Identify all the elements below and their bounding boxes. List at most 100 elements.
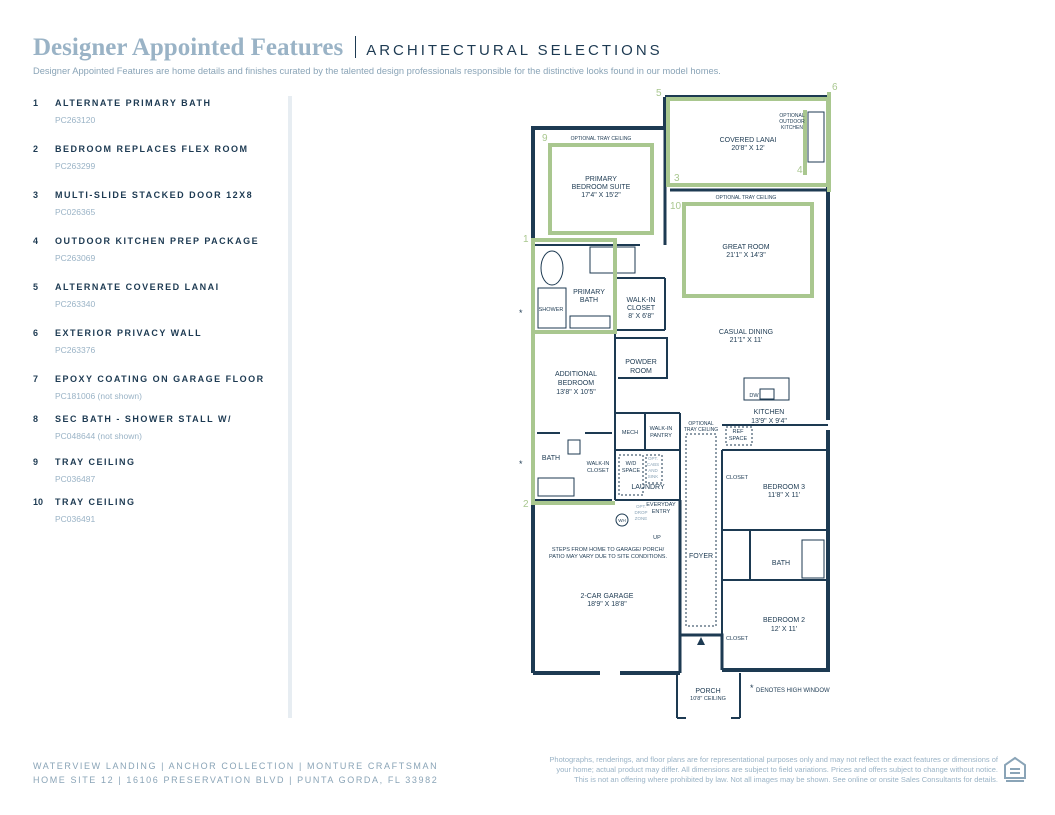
feature-name: ALTERNATE COVERED LANAI [55, 282, 220, 292]
feature-code: PC263376 [55, 345, 96, 355]
callout-10: 10 [670, 201, 682, 212]
vanity-fixture [569, 315, 611, 329]
disclaimer-line-1: Photographs, renderings, and floor plans… [549, 755, 998, 764]
label-walk-in-closet-dims: 8' X 6'8" [628, 313, 654, 320]
label-bedroom3-dims: 11'8" X 11' [768, 492, 800, 499]
highlight-great-room-tray [682, 202, 814, 298]
floor-plan: 1 2 3 4 5 6 9 10 OPTIONAL TRAY CEILING O… [519, 82, 838, 719]
label-high-window-note: DENOTES HIGH WINDOW [756, 688, 830, 694]
feature-name: MULTI-SLIDE STACKED DOOR 12X8 [55, 190, 254, 200]
label-casual-dining-dims: 21'1" X 11' [730, 337, 763, 344]
callout-1: 1 [523, 234, 529, 245]
asterisk-high-window-1: * [519, 308, 523, 318]
label-optional-tray-ceiling: OPTIONAL TRAY CEILING [571, 136, 632, 142]
label-opt-kitchen-1: OPTIONAL [779, 113, 805, 119]
callout-2: 2 [523, 499, 529, 510]
label-add-bedroom-dims: 13'8" X 10'5" [556, 389, 596, 396]
highlight-bedroom-flex [531, 332, 615, 505]
disclaimer-line-3: This is not an offering where prohibited… [574, 775, 998, 784]
label-walk-in-closet-3: WALK-IN [587, 461, 610, 467]
label-optional-tray-ceiling-lanai: OPTIONAL TRAY CEILING [716, 195, 777, 201]
label-opt-kitchen-3: KITCHEN [781, 125, 803, 131]
label-bedroom3: BEDROOM 3 [763, 484, 805, 491]
feature-number: 6 [33, 328, 39, 338]
footer-community: WATERVIEW LANDING | ANCHOR COLLECTION | … [33, 761, 439, 771]
feature-code: PC263299 [55, 161, 96, 171]
title-divider [355, 36, 357, 58]
label-covered-lanai-dims: 20'8" X 12' [731, 145, 764, 152]
bath2-tub-fixture [801, 539, 825, 579]
label-kitchen: KITCHEN [754, 409, 785, 416]
label-dw: DW [749, 393, 759, 399]
feature-number: 7 [33, 374, 39, 384]
label-drop-zone-1: OPT. [636, 504, 646, 509]
water-heater-fixture [615, 513, 629, 527]
label-bath2: BATH [772, 560, 790, 567]
feature-number: 4 [33, 236, 39, 246]
ref-space-box [725, 426, 753, 446]
exterior-wall-east-south [722, 430, 830, 672]
label-primary-bath-1: PRIMARY [573, 289, 605, 296]
label-powder-2: ROOM [630, 368, 652, 375]
feature-number: 5 [33, 282, 39, 292]
disclaimer-line-2: your home; actual product may differ. Al… [556, 765, 998, 774]
asterisk-high-window-2: * [519, 459, 523, 469]
wall-walk-in-closet [614, 277, 666, 332]
label-opt-kitchen-2: OUTDOOR [779, 119, 805, 125]
label-opt-tray-1: OPTIONAL [688, 421, 714, 427]
label-add-bedroom-2: BEDROOM [558, 380, 594, 387]
label-closet2: CLOSET [726, 636, 749, 642]
feature-code: PC263120 [55, 115, 96, 125]
label-opt-cabs-4: SINK [648, 474, 659, 479]
label-bedroom2: BEDROOM 2 [763, 617, 805, 624]
wall-bath-2 [722, 529, 828, 581]
label-drop-zone-2: DROP [634, 510, 647, 515]
feature-number: 2 [33, 144, 39, 154]
label-drop-zone-3: ZONE [635, 516, 648, 521]
label-opt-tray-2: TRAY CEILING [684, 427, 718, 433]
feature-code: PC263340 [55, 299, 96, 309]
column-divider [288, 96, 292, 718]
label-walk-in-closet-4: CLOSET [587, 468, 610, 474]
equal-housing-icon [1004, 756, 1026, 782]
wall-bedrooms-west [721, 449, 828, 670]
feature-name: EPOXY COATING ON GARAGE FLOOR [55, 374, 265, 384]
label-walk-in-closet-1: WALK-IN [627, 297, 656, 304]
feature-code: PC036487 [55, 474, 96, 484]
page-title: Designer Appointed Features [33, 34, 344, 61]
label-porch: PORCH [695, 688, 720, 695]
callout-6: 6 [832, 82, 838, 93]
feature-number: 3 [33, 190, 39, 200]
page-header: Designer Appointed Features ARCHITECTURAL… [33, 34, 663, 62]
callout-5: 5 [656, 88, 662, 99]
sink-fixture [567, 439, 581, 455]
page-subtitle: ARCHITECTURAL SELECTIONS [366, 42, 663, 59]
footer-homesite: HOME SITE 12 | 16106 PRESERVATION BLVD |… [33, 775, 439, 785]
feature-name: EXTERIOR PRIVACY WALL [55, 328, 203, 338]
label-steps-note-1: STEPS FROM HOME TO GARAGE/ PORCH/ [552, 547, 665, 553]
feature-code: PC036491 [55, 514, 96, 524]
feature-name: TRAY CEILING [55, 457, 136, 467]
toilet-room-fixture [589, 246, 636, 274]
highlight-primary-bath [531, 238, 617, 334]
label-covered-lanai: COVERED LANAI [720, 137, 777, 144]
wd-space-box [618, 454, 644, 496]
feature-name: SEC BATH - SHOWER STALL W/ [55, 414, 232, 424]
footer-address: WATERVIEW LANDING | ANCHOR COLLECTION | … [33, 759, 438, 787]
label-opt-cabs-2: CABS [647, 462, 659, 467]
shower-fixture [537, 287, 567, 329]
feature-name: BEDROOM REPLACES FLEX ROOM [55, 144, 249, 154]
entry-arrow-icon [697, 637, 705, 645]
wall-powder-room [615, 337, 668, 379]
label-bedroom2-dims: 12' X 11' [771, 626, 797, 633]
footer-disclaimer: Photographs, renderings, and floor plans… [518, 755, 998, 785]
label-wd-2: SPACE [622, 468, 641, 474]
label-primary-bedroom-1: PRIMARY [585, 176, 617, 183]
label-everyday-entry-2: ENTRY [652, 509, 671, 515]
label-laundry: LAUNDRY [631, 484, 665, 491]
label-pantry-1: WALK-IN [650, 426, 673, 432]
callout-4: 4 [797, 165, 803, 176]
label-powder-1: POWDER [625, 359, 657, 366]
feature-name: OUTDOOR KITCHEN PREP PACKAGE [55, 236, 260, 246]
label-opt-cabs-3: AND [648, 468, 658, 473]
